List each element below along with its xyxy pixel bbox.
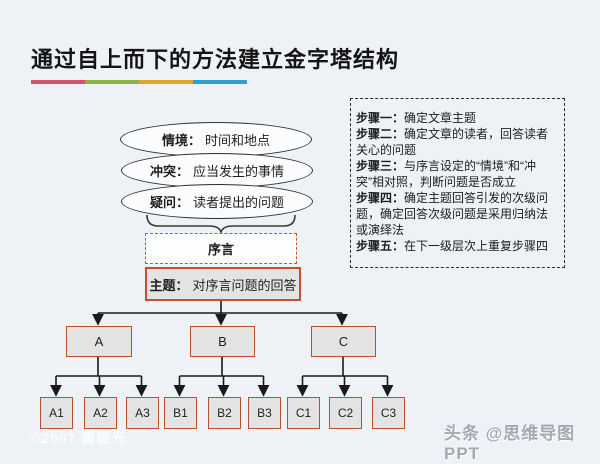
step-1: 步骤一：确定文章主题 bbox=[356, 111, 559, 127]
page-title: 通过自上而下的方法建立金字塔结构 bbox=[31, 47, 400, 72]
ellipse-situation-text: 时间和地点 bbox=[205, 133, 271, 148]
title-underline bbox=[31, 80, 247, 84]
step-1-text: 确定文章主题 bbox=[404, 111, 477, 125]
node-C1: C1 bbox=[287, 397, 320, 429]
ellipse-question-text: 读者提出的问题 bbox=[193, 195, 285, 210]
step-5-label: 步骤五： bbox=[356, 238, 405, 253]
node-C2: C2 bbox=[329, 397, 362, 429]
step-2-text: 确定文章的读者，回答读者关心的问题 bbox=[356, 126, 549, 157]
step-3: 步骤三：与序言设定的“情境”和“冲突”相对照，判断问题是否成立 bbox=[356, 159, 559, 191]
step-2-label: 步骤二： bbox=[356, 126, 405, 141]
underline-segment-green bbox=[85, 80, 139, 84]
node-C3: C3 bbox=[372, 397, 405, 429]
step-3-text: 与序言设定的“情境”和“冲突”相对照，判断问题是否成立 bbox=[356, 158, 537, 189]
step-5-text: 在下一级层次上重复步骤四 bbox=[404, 238, 549, 253]
step-5: 步骤五：在下一级层次上重复步骤四 bbox=[356, 239, 559, 255]
node-B2: B2 bbox=[208, 397, 241, 429]
copyright-watermark: ©2007 雷极光 bbox=[30, 430, 127, 446]
ellipse-situation: 情境： 时间和地点 bbox=[120, 122, 312, 157]
node-B3: B3 bbox=[248, 397, 281, 429]
step-1-label: 步骤一： bbox=[356, 111, 405, 125]
theme-text: 对序言问题的回答 bbox=[192, 277, 297, 293]
node-A2: A2 bbox=[84, 397, 117, 429]
node-A3: A3 bbox=[126, 397, 159, 429]
ellipse-situation-label: 情境： bbox=[161, 133, 201, 148]
underline-segment-pink bbox=[31, 80, 85, 84]
steps-panel: 步骤一：确定文章主题 步骤二：确定文章的读者，回答读者关心的问题 步骤三：与序言… bbox=[350, 98, 565, 268]
theme-label: 主题： bbox=[149, 277, 189, 293]
node-C: C bbox=[311, 326, 376, 357]
step-4-text: 确定主题回答引发的次级问题，确定回答次级问题是采用归纳法或演绎法 bbox=[356, 190, 549, 237]
step-3-label: 步骤三： bbox=[356, 158, 405, 173]
slide: 通过自上而下的方法建立金字塔结构 bbox=[30, 47, 575, 463]
underline-segment-blue bbox=[193, 80, 247, 84]
ellipse-question-label: 疑问： bbox=[149, 195, 189, 210]
step-4: 步骤四：确定主题回答引发的次级问题，确定回答次级问题是采用归纳法或演绎法 bbox=[356, 191, 559, 239]
ellipse-conflict: 冲突： 应当发生的事情 bbox=[121, 153, 313, 188]
node-A1: A1 bbox=[40, 397, 73, 429]
ellipse-question: 疑问： 读者提出的问题 bbox=[121, 184, 313, 219]
node-B: B bbox=[190, 326, 255, 357]
node-A: A bbox=[66, 326, 132, 357]
preface-box: 序言 bbox=[145, 233, 297, 264]
node-B1: B1 bbox=[164, 397, 197, 429]
ellipse-conflict-text: 应当发生的事情 bbox=[193, 164, 285, 179]
theme-box: 主题：对序言问题的回答 bbox=[145, 267, 301, 301]
step-2: 步骤二：确定文章的读者，回答读者关心的问题 bbox=[356, 127, 559, 159]
ellipse-conflict-label: 冲突： bbox=[149, 164, 189, 179]
step-4-label: 步骤四： bbox=[356, 190, 405, 205]
underline-segment-orange bbox=[139, 80, 193, 84]
preface-label: 序言 bbox=[207, 242, 234, 257]
author-watermark: 头条 @思维导图PPT bbox=[444, 424, 576, 463]
